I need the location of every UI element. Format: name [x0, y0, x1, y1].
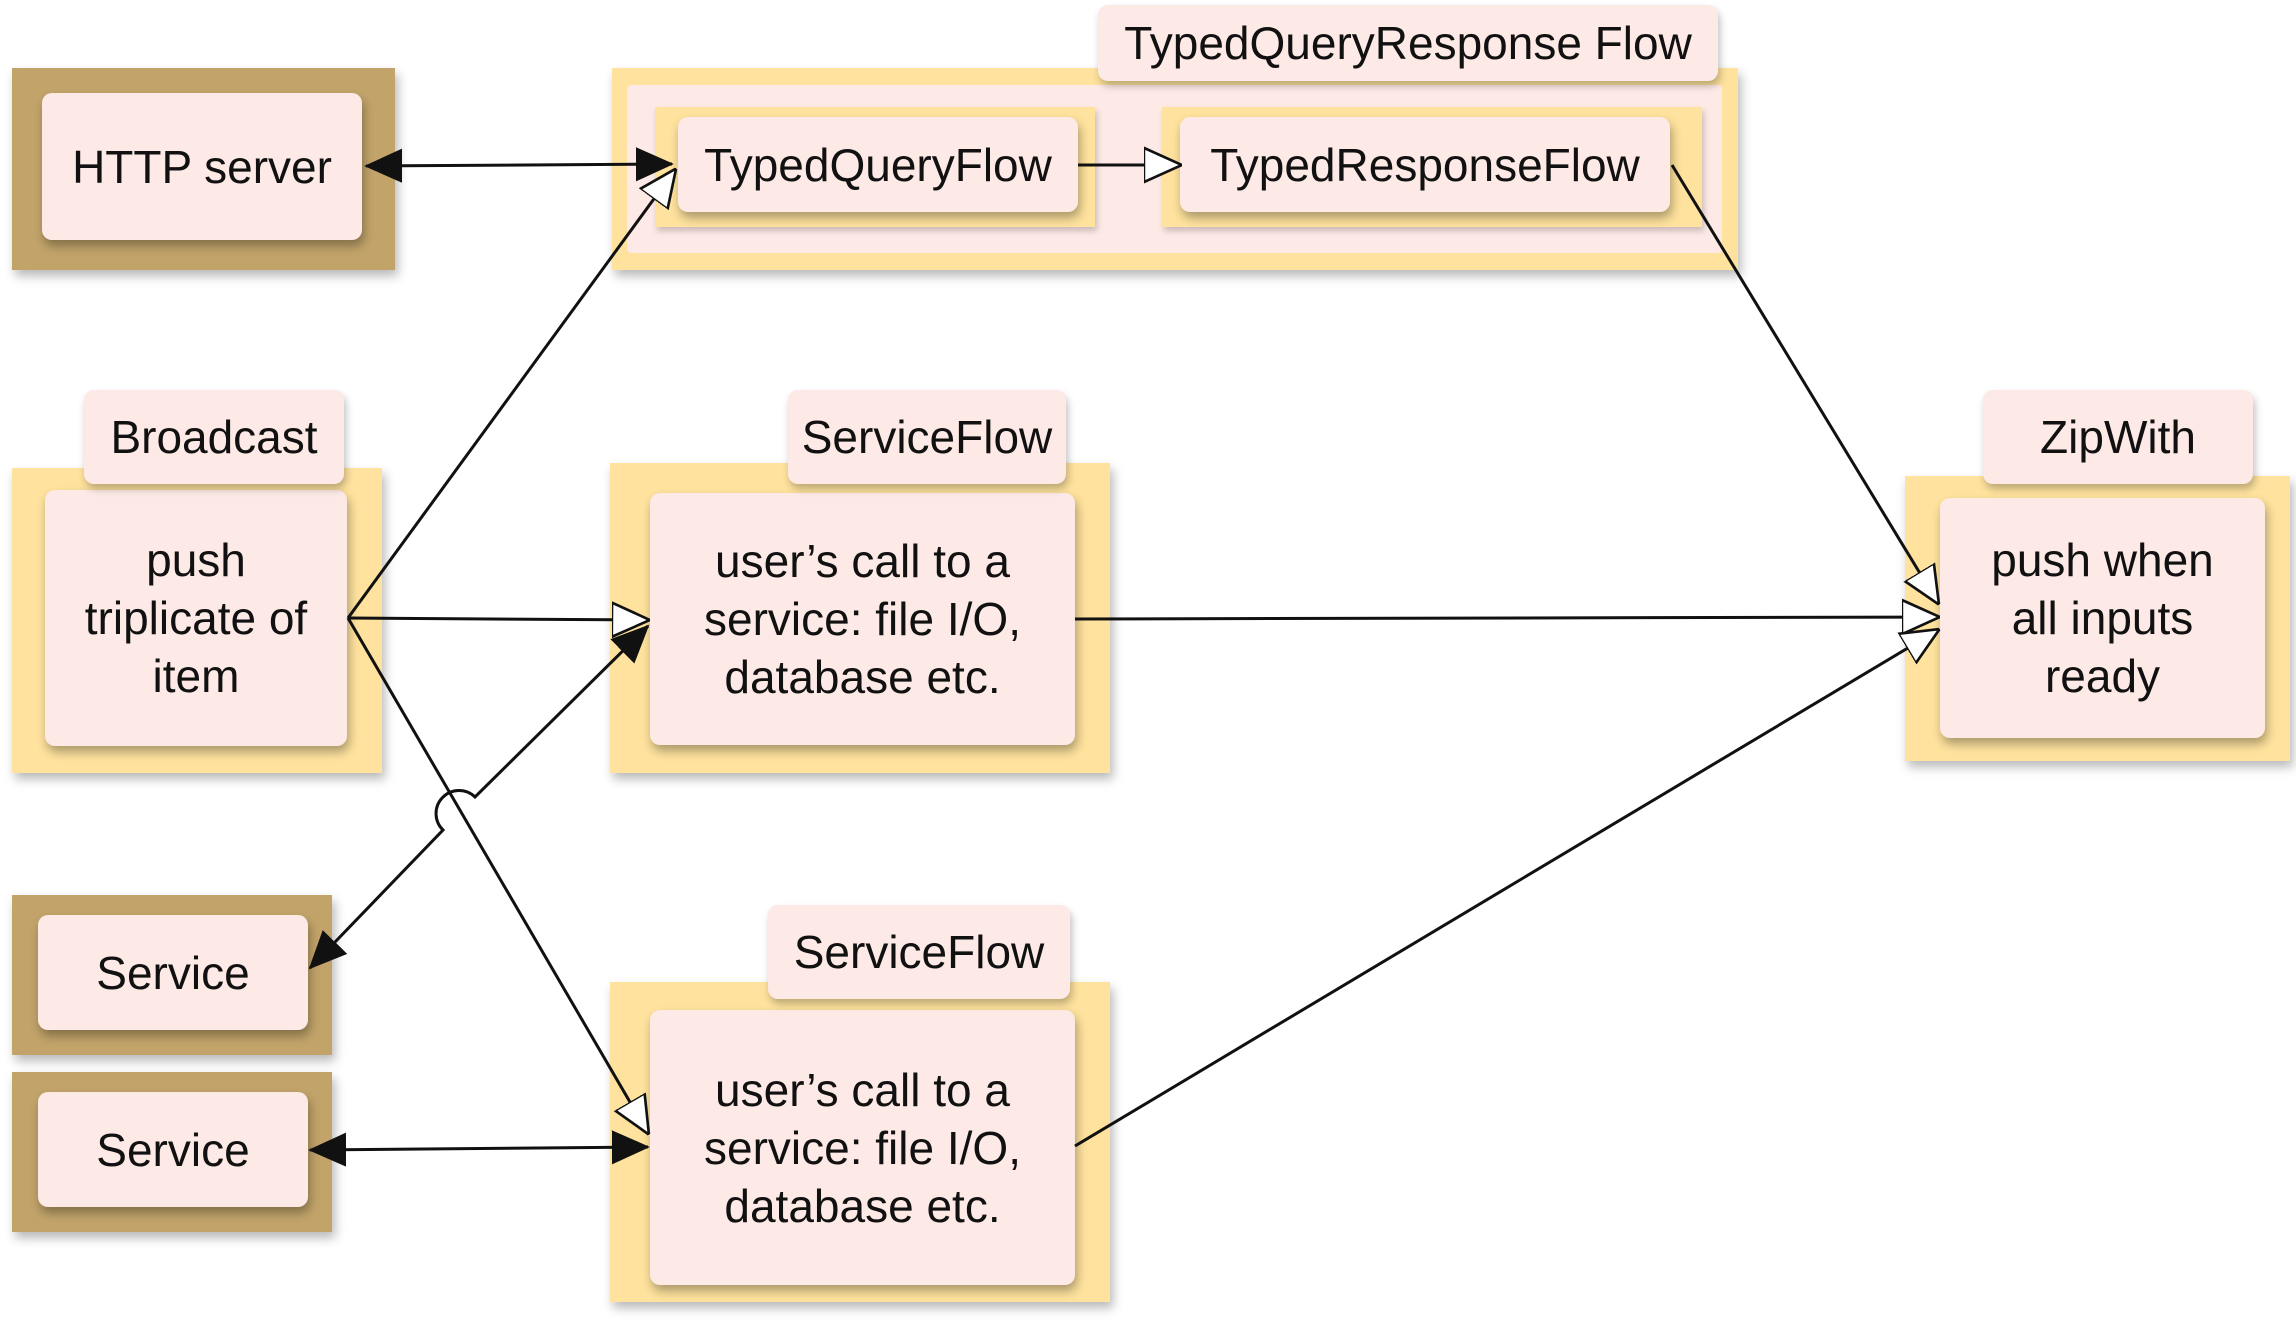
edge-service-1-service-flow-1: [308, 624, 650, 970]
service-1-node: Service: [38, 915, 308, 1030]
broadcast-node: push triplicate of item: [45, 490, 347, 746]
service-flow-2-body: user’s call to a service: file I/O, data…: [704, 1063, 1021, 1232]
edge-typed-response-flow-zip-with: [1670, 164, 1938, 603]
service-flow-1-body: user’s call to a service: file I/O, data…: [704, 535, 1021, 703]
typed-query-response-flow-title: TypedQueryResponse Flow: [1098, 5, 1718, 81]
edge-broadcast-service-flow-1: [347, 618, 648, 620]
edge-service-flow-2-zip-with: [1074, 630, 1938, 1148]
service-1-label: Service: [96, 946, 250, 999]
zip-with-title: ZipWith: [1983, 390, 2253, 484]
edge-http-server-typed-query-flow: [364, 147, 674, 183]
typed-response-flow-node: TypedResponseFlow: [1180, 117, 1670, 212]
service-flow-1-title: ServiceFlow: [788, 390, 1066, 484]
edge-broadcast-typed-query-flow: [346, 170, 675, 619]
broadcast-body: push triplicate of item: [84, 534, 308, 702]
service-flow-1-node: user’s call to a service: file I/O, data…: [650, 493, 1075, 745]
edge-service-flow-1-zip-with: [1074, 617, 1938, 619]
typed-query-flow-label: TypedQueryFlow: [704, 138, 1052, 191]
zip-with-body: push when all inputs ready: [1991, 534, 2214, 702]
http-server-label: HTTP server: [72, 140, 332, 193]
typed-response-flow-label: TypedResponseFlow: [1210, 138, 1640, 191]
typed-query-flow-node: TypedQueryFlow: [678, 117, 1078, 212]
http-server-node: HTTP server: [42, 93, 362, 240]
service-flow-2-node: user’s call to a service: file I/O, data…: [650, 1010, 1075, 1285]
service-flow-2-title: ServiceFlow: [768, 905, 1070, 999]
edge-broadcast-service-flow-2: [346, 617, 648, 1133]
service-2-label: Service: [96, 1123, 250, 1176]
broadcast-title: Broadcast: [84, 390, 344, 484]
edge-service-2-service-flow-2: [308, 1130, 650, 1167]
service-2-node: Service: [38, 1092, 308, 1207]
zip-with-node: push when all inputs ready: [1940, 498, 2265, 738]
